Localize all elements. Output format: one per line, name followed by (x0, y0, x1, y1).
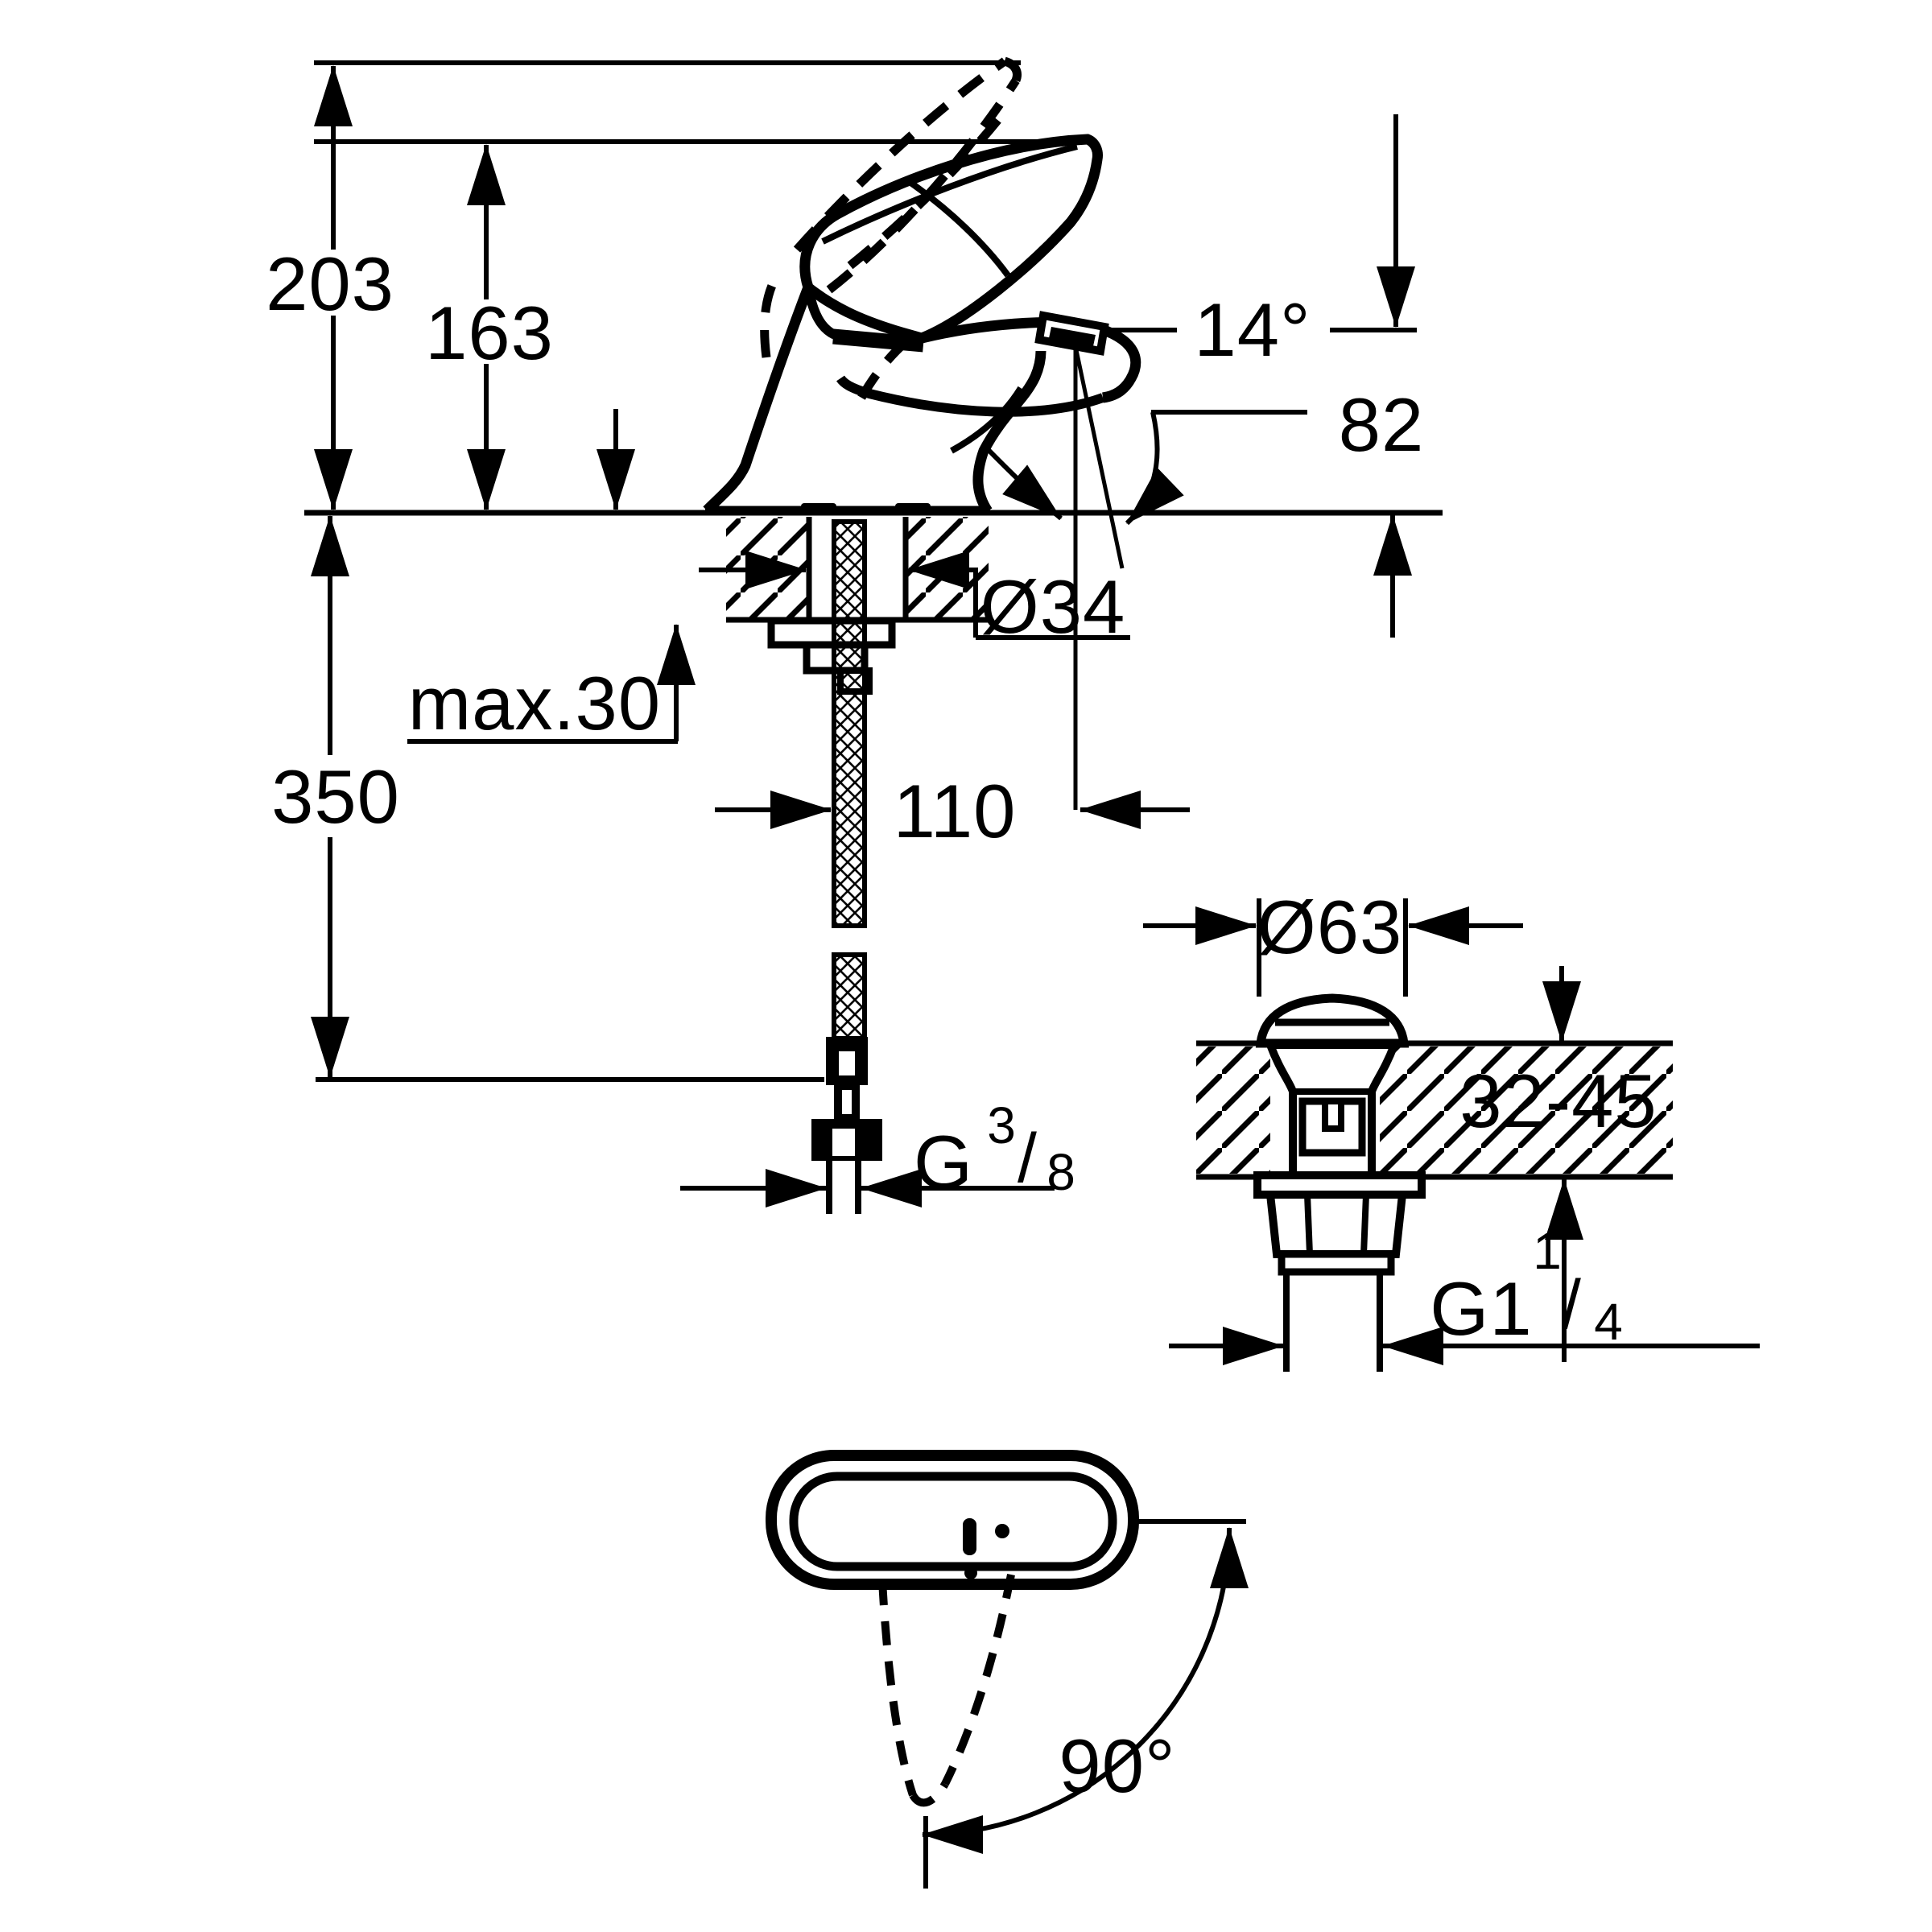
handle-logo-bar (963, 1518, 976, 1555)
lever-handle-closed (799, 134, 1103, 344)
thread-label-g114-numerator: 1 (1533, 1222, 1562, 1280)
dimension-drain-thread: G1 1 / 4 (1169, 1222, 1760, 1365)
dim-label-163: 163 (425, 291, 554, 375)
top-view-handle: 90° (766, 1450, 1249, 1889)
dim-label-max30: max.30 (408, 661, 661, 745)
handle-logo-dot (995, 1524, 1009, 1538)
dimension-outlet-height: 82 (1339, 114, 1425, 638)
shank-and-hose (767, 519, 896, 1214)
aerator-slot (1049, 327, 1096, 346)
dimension-spout-reach: 110 (715, 769, 1190, 853)
dimension-overall-height: 203 (266, 65, 394, 510)
dimension-aerator-angle: 14° (1106, 287, 1417, 372)
popup-waste-body (1253, 993, 1426, 1372)
dim-label-203: 203 (266, 242, 394, 326)
side-view-faucet (304, 56, 1443, 1214)
dimensions-side-view: 203 163 14° 82 (266, 60, 1425, 1208)
base-seal-right (895, 503, 931, 513)
dimension-swivel-angle: 90° (922, 1519, 1249, 1889)
dimension-supply-thread: G 3 / 8 (680, 1096, 1075, 1208)
dim-label-o34: Ø34 (980, 564, 1126, 649)
thread-label-g38-slash: / (1018, 1120, 1037, 1197)
dim-label-90deg: 90° (1059, 1724, 1175, 1808)
thread-label-g38-denominator: 8 (1046, 1143, 1075, 1201)
body-left-edge (703, 285, 814, 514)
spout-underside (836, 375, 1105, 417)
braided-hose-upper (832, 519, 867, 928)
dimension-max-thickness: max.30 (407, 624, 696, 745)
aerator (1034, 311, 1109, 356)
dim-label-o63: Ø63 (1257, 885, 1403, 969)
supply-pipe (826, 1161, 861, 1214)
dimension-hose-length: 350 (271, 515, 824, 1082)
thread-label-g38-numerator: 3 (987, 1096, 1016, 1154)
faucet-body (703, 285, 1141, 514)
body-right-edge (972, 350, 1046, 514)
body-shadow-band (832, 328, 924, 353)
dim-label-14deg: 14° (1194, 287, 1311, 372)
base-seal-left (801, 503, 836, 513)
dimension-flange-diameter: Ø63 (1143, 885, 1523, 997)
braided-hose-lower (832, 952, 867, 1041)
waste-counter-section (1196, 1040, 1673, 1180)
handle-inner-line (821, 143, 1078, 245)
outlet-angled-line (1073, 345, 1125, 569)
dim-label-32-45: 32-45 (1459, 1059, 1657, 1143)
dim-label-110: 110 (894, 769, 1017, 853)
neck-inner-line (950, 386, 1024, 454)
handle-scoop-line (902, 175, 1011, 278)
dim-label-350: 350 (271, 754, 400, 839)
thread-label-g114-slash: / (1562, 1266, 1581, 1344)
dim-label-82: 82 (1339, 382, 1425, 467)
popup-waste-view: Ø63 32-45 G1 1 / 4 (1143, 885, 1760, 1372)
hose-end-fitting (811, 1037, 882, 1214)
dimension-hole-diameter: Ø34 (699, 551, 1130, 649)
thread-label-g114-denominator: 4 (1594, 1293, 1623, 1351)
thread-label-g114-prefix: G1 (1430, 1266, 1532, 1351)
handle-top-inner-outline (789, 1472, 1117, 1571)
waste-locknut (1265, 1191, 1407, 1258)
handle-logo-dot-small (964, 1567, 977, 1579)
dimension-lever-top-height: 163 (425, 144, 554, 510)
aerator-angle-indicator (984, 345, 1307, 810)
handle-outline (799, 134, 1103, 344)
waste-tailpipe (1283, 1272, 1383, 1372)
dimension-counter-thickness-range: 32-45 (1459, 966, 1657, 1362)
thread-label-g38-prefix: G (914, 1120, 973, 1204)
